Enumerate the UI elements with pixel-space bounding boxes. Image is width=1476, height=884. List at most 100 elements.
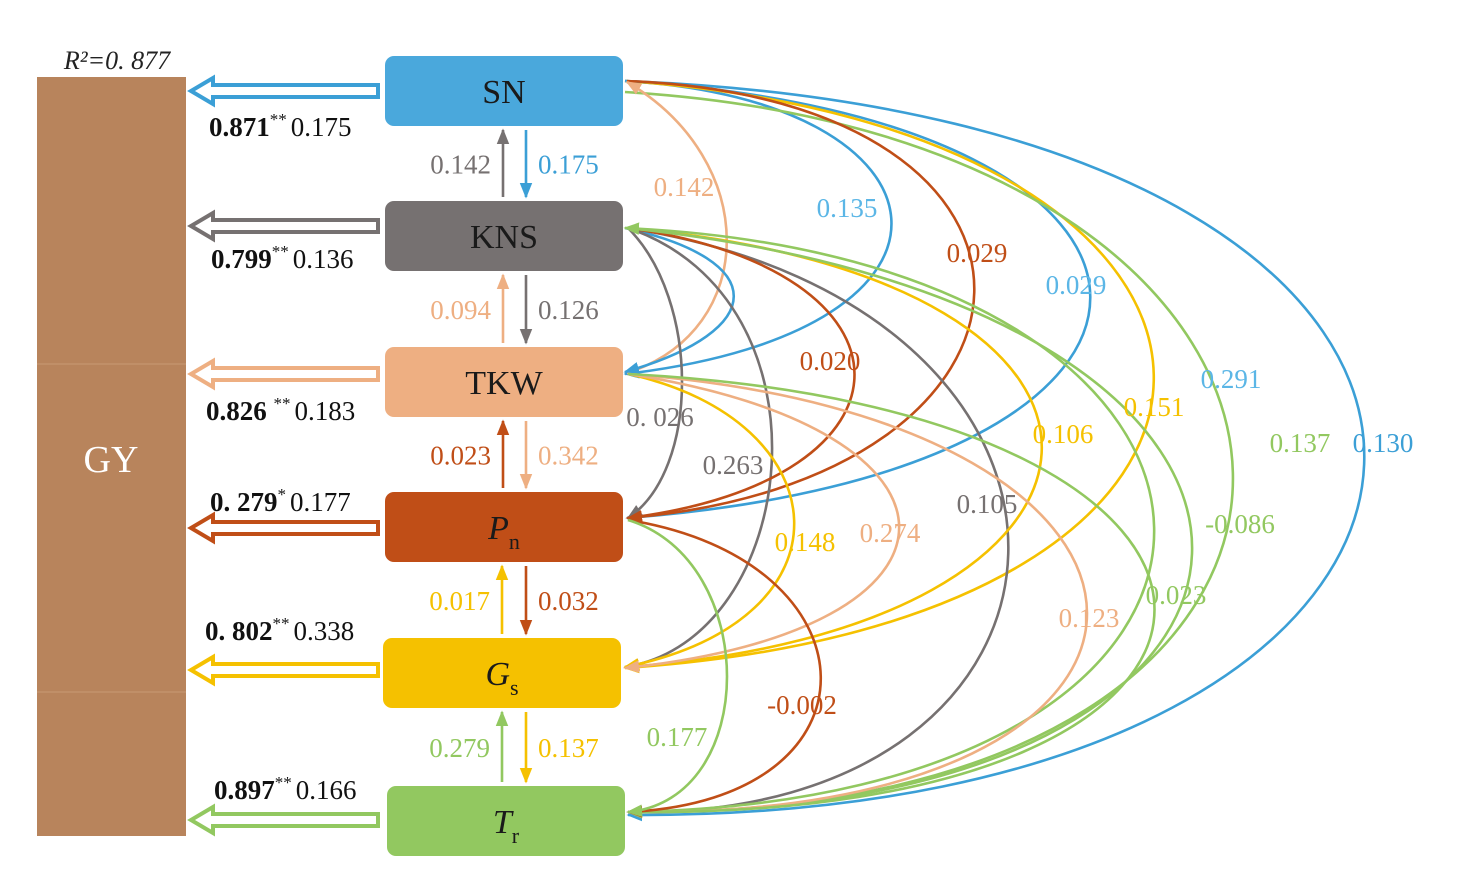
curve-sn-pn [624,79,1092,524]
r2-label: R²=0. 877 [63,46,171,75]
gy-coef: 0.177 [290,487,351,517]
curve-label: 0.137 [1270,428,1331,458]
curve-label: 0.123 [1059,603,1120,633]
gy-corr: 0.826 [206,396,274,426]
gy-path-label: 0.871**0.175 [209,110,352,142]
curve-label: 0.148 [775,527,836,557]
node-label-main: SN [482,74,525,111]
vertical-label-down: 0.175 [538,150,599,180]
gy-path-label: 0. 802**0.338 [205,614,354,646]
gy-sig: ** [273,614,290,633]
gy-path-arrow [187,511,380,545]
node-label-main: T [493,804,514,841]
curve-pn-tr-red [626,518,823,818]
vertical-label-down: 0.137 [538,733,599,763]
curve-label: 0.105 [957,489,1018,519]
curve-label: -0.086 [1205,509,1275,539]
node-box [385,492,623,562]
curve-label: 0.106 [1033,419,1094,449]
curve-label: 0.130 [1353,428,1414,458]
node-label: KNS [470,219,538,256]
gy-path-arrow [187,209,380,243]
curve-sn-tkw [623,79,893,379]
node-gs: Gs [383,638,621,708]
correlation-curves [623,79,1366,822]
curve-tkw-pn-y [623,372,796,671]
gy-path-arrow [187,357,380,391]
gy-sig: ** [274,394,291,413]
gy-label: GY [84,439,139,481]
curve-label: 0.151 [1124,392,1185,422]
gy-path-label: 0.799**0.136 [211,242,354,274]
curve-label: 0.263 [703,450,764,480]
curve-kns-tkw [623,226,736,375]
node-box [385,201,623,271]
curve-label: 0.029 [1046,270,1107,300]
curve-kns-gs [623,226,774,671]
curve-tkw-tr-t [626,372,1089,819]
gy-path-arrow [187,803,380,837]
node-tkw: TKW [385,347,623,417]
gy-coef: 0.338 [294,616,355,646]
curve-label: 0.023 [1146,580,1207,610]
gy-path-label: 0.897**0.166 [214,773,357,805]
node-label-sub: r [512,823,520,848]
curve-label: 0.029 [947,238,1008,268]
curve-kns-tr-g [626,226,1194,819]
gy-corr: 0. 802 [205,616,273,646]
gy-corr: 0.897 [214,775,275,805]
node-tr: Tr [387,786,625,856]
node-label-main: KNS [470,219,538,256]
vertical-label-down: 0.342 [538,441,599,471]
gy-corr: 0.871 [209,112,270,142]
node-sn: SN [385,56,623,126]
node-label: Gs [485,656,518,700]
curve-label: 0. 026 [626,402,694,432]
node-box [387,786,625,856]
vertical-label-up: 0.142 [430,150,491,180]
curve-kns-pn [626,227,684,520]
curve-label: 0.135 [817,193,878,223]
curve-sn-kns-pn [625,79,976,524]
curve-label: -0.002 [767,690,837,720]
curve-tr-kns-g [623,222,1156,814]
gy-path-arrow [187,74,380,108]
curve-label: 0.291 [1201,364,1262,394]
gy-sig: * [278,485,287,504]
curve-label: 0.177 [647,722,708,752]
node-label: TKW [465,365,543,402]
gy-coef: 0.183 [295,396,356,426]
curve-sn-tr-green [624,90,1235,819]
vertical-label-up: 0.094 [430,295,491,325]
curve-kns-gs-y [623,226,1044,673]
vertical-label-up: 0.023 [430,441,491,471]
gy-corr: 0. 279 [210,487,278,517]
node-label: Tr [493,804,520,848]
node-label-main: P [487,510,509,547]
node-label: Pn [487,510,520,554]
curve-kns-pn-red [626,226,856,523]
node-pn: Pn [385,492,623,562]
vertical-label-up: 0.017 [429,586,490,616]
node-label: SN [482,74,525,111]
vertical-label-up: 0.279 [429,733,490,763]
node-box [383,638,621,708]
curve-sn-tr-blue [624,79,1366,822]
gy-sig: ** [272,242,289,261]
gy-path-arrow [187,653,380,687]
vertical-label-down: 0.126 [538,295,599,325]
node-label-main: TKW [465,365,543,402]
curve-label: 0.020 [800,346,861,376]
gy-corr: 0.799 [211,244,272,274]
gy-block [37,77,186,836]
curve-label: 0.274 [860,518,921,548]
gy-path-label: 0.826 **0.183 [206,394,355,426]
curve-tkw-tr-g [626,372,1156,819]
curve-tkw-gs-t [623,372,901,673]
gy-path-label: 0. 279*0.177 [210,485,351,517]
curve-label: 0.142 [654,172,715,202]
node-label-sub: n [509,529,520,554]
gy-sig: ** [275,773,292,792]
node-kns: KNS [385,201,623,271]
